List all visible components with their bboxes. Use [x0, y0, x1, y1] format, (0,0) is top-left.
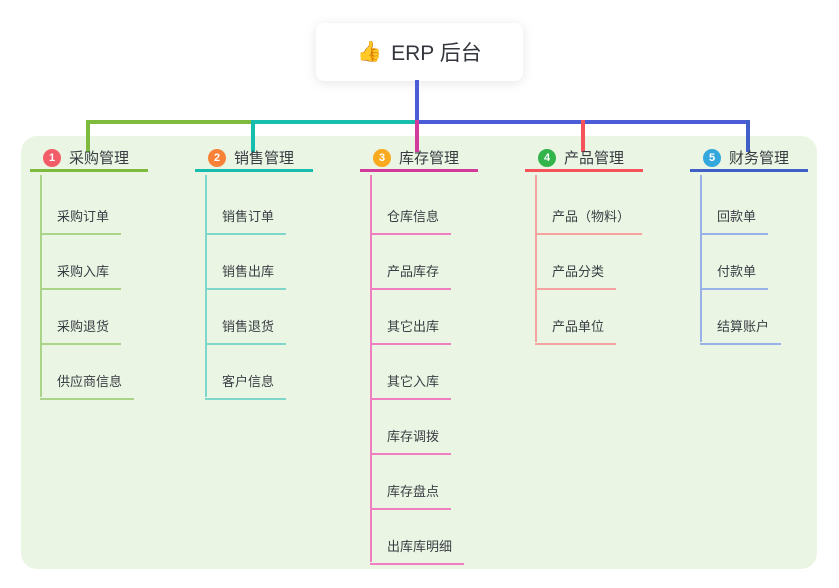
badge-4: 4: [538, 148, 556, 167]
connector-drop-inventory: [415, 120, 419, 152]
branch-node-finance[interactable]: 5 财务管理: [690, 146, 808, 172]
connector-drop-product: [581, 120, 585, 152]
connector-root-vertical: [415, 80, 419, 124]
connector-drop-sales: [251, 120, 255, 152]
child-node[interactable]: 采购订单: [40, 196, 122, 235]
branch-label: 销售管理: [234, 150, 295, 167]
child-node[interactable]: 库存调拨: [370, 416, 452, 455]
branch-trunk-line: [205, 175, 207, 397]
root-node-label: ERP 后台: [391, 42, 482, 65]
branch-trunk-line: [370, 175, 372, 562]
mindmap-panel: [21, 136, 817, 569]
root-node-erp[interactable]: 👍 ERP 后台: [316, 23, 523, 81]
branch-label: 财务管理: [729, 150, 790, 167]
child-node[interactable]: 付款单: [700, 251, 769, 290]
child-node[interactable]: 产品库存: [370, 251, 452, 290]
child-node[interactable]: 采购退货: [40, 306, 122, 345]
branch-node-purchase[interactable]: 1 采购管理: [30, 146, 148, 172]
child-node[interactable]: 销售订单: [205, 196, 287, 235]
child-node[interactable]: 产品（物料）: [535, 196, 643, 235]
child-node[interactable]: 产品单位: [535, 306, 617, 345]
branch-node-sales[interactable]: 2 销售管理: [195, 146, 313, 172]
connector-horizontal-teal: [255, 120, 417, 124]
branch-label: 采购管理: [69, 150, 130, 167]
thumbs-up-icon: 👍: [357, 41, 383, 63]
branch-trunk-line: [535, 175, 537, 342]
badge-2: 2: [208, 148, 226, 167]
branch-purchase: 1 采购管理 采购订单 采购入库 采购退货 供应商信息: [30, 146, 160, 400]
child-node[interactable]: 销售出库: [205, 251, 287, 290]
child-node[interactable]: 产品分类: [535, 251, 617, 290]
branch-product: 4 产品管理 产品（物料） 产品分类 产品单位: [525, 146, 655, 345]
badge-3: 3: [373, 148, 391, 167]
branch-node-product[interactable]: 4 产品管理: [525, 146, 643, 172]
branch-label: 产品管理: [564, 150, 625, 167]
child-node[interactable]: 采购入库: [40, 251, 122, 290]
child-node[interactable]: 销售退货: [205, 306, 287, 345]
branch-trunk-line: [40, 175, 42, 397]
branch-trunk-line: [700, 175, 702, 342]
branch-node-inventory[interactable]: 3 库存管理: [360, 146, 478, 172]
child-node[interactable]: 客户信息: [205, 361, 287, 400]
connector-drop-purchase: [86, 120, 90, 152]
child-node[interactable]: 库存盘点: [370, 471, 452, 510]
connector-drop-finance: [746, 120, 750, 152]
child-node[interactable]: 其它出库: [370, 306, 452, 345]
child-node[interactable]: 仓库信息: [370, 196, 452, 235]
branch-sales: 2 销售管理 销售订单 销售出库 销售退货 客户信息: [195, 146, 325, 400]
branch-inventory: 3 库存管理 仓库信息 产品库存 其它出库 其它入库 库存调拨 库存盘点 出库库…: [360, 146, 490, 565]
child-node[interactable]: 回款单: [700, 196, 769, 235]
badge-1: 1: [43, 148, 61, 167]
connector-horizontal-green: [86, 120, 255, 124]
child-node[interactable]: 结算账户: [700, 306, 782, 345]
branch-finance: 5 财务管理 回款单 付款单 结算账户: [690, 146, 820, 345]
child-node[interactable]: 供应商信息: [40, 361, 135, 400]
badge-5: 5: [703, 148, 721, 167]
child-node[interactable]: 其它入库: [370, 361, 452, 400]
branch-label: 库存管理: [399, 150, 460, 167]
child-node[interactable]: 出库库明细: [370, 526, 465, 565]
